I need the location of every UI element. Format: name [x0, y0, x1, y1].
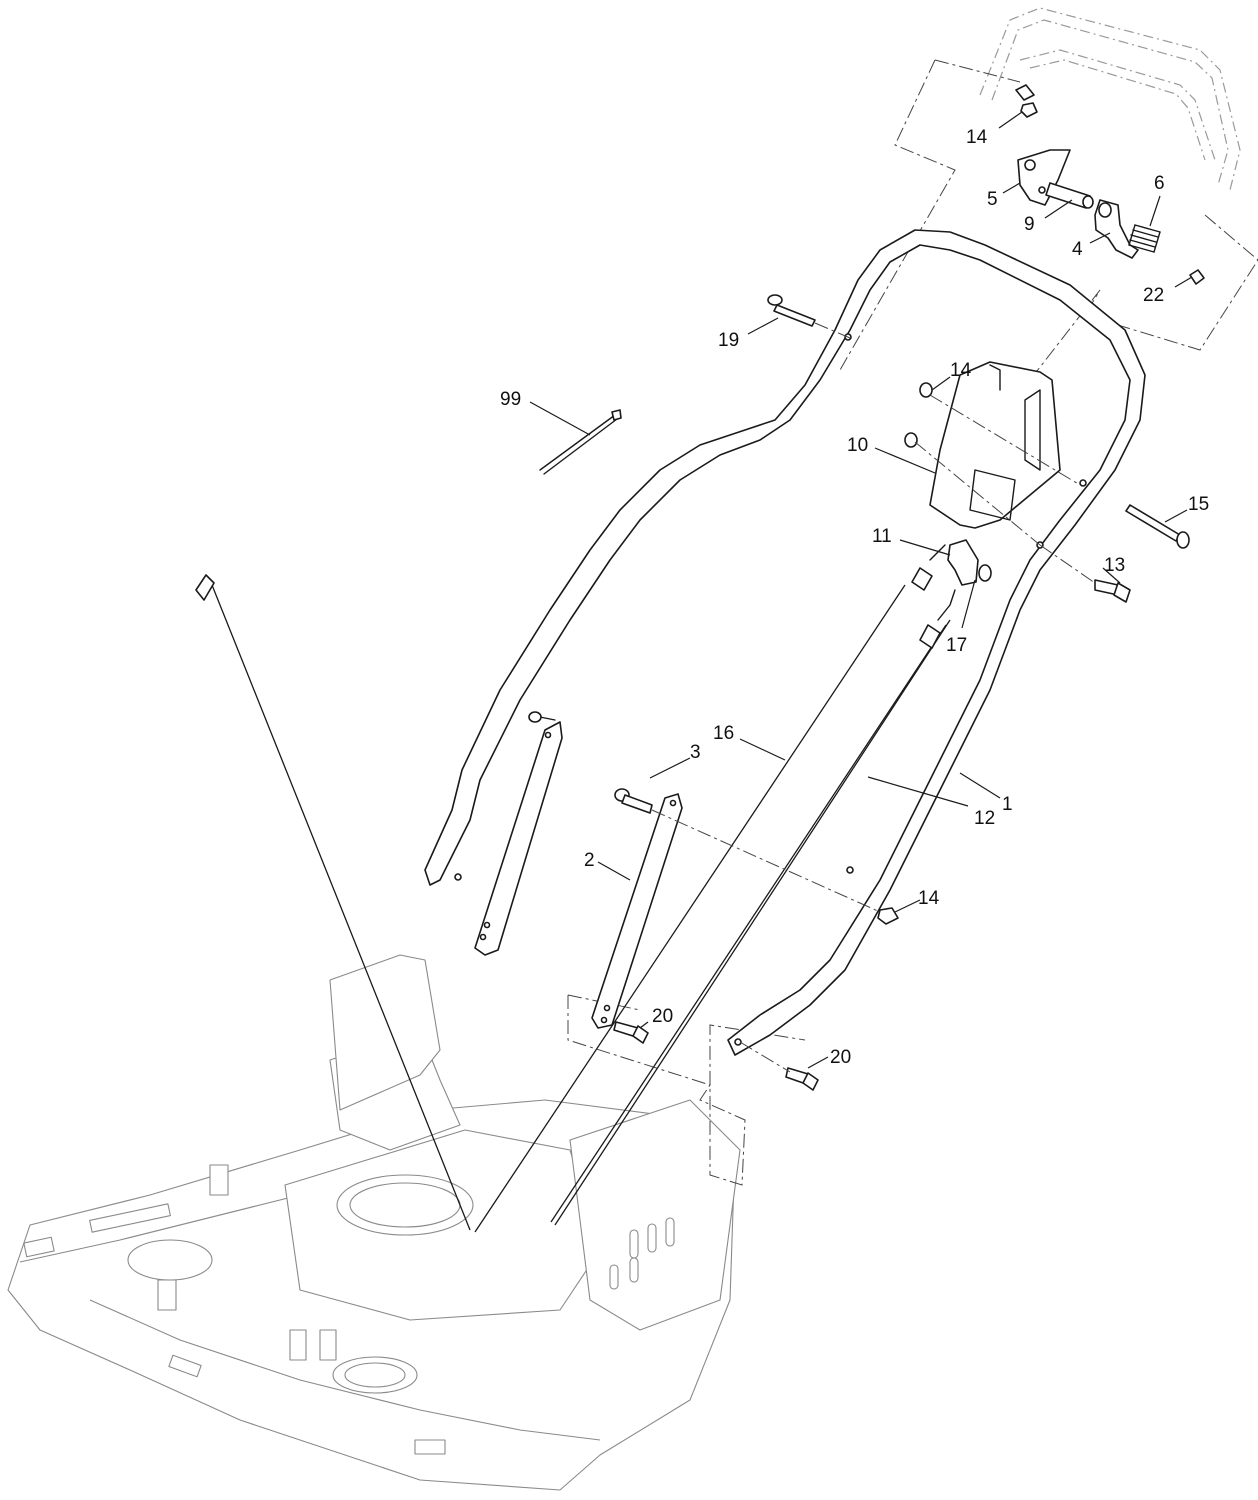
control-cables	[195, 544, 956, 1233]
callout-14-lower: 14	[918, 888, 940, 909]
bolt-20-right	[785, 1067, 819, 1091]
callout-17: 17	[946, 635, 967, 656]
cable-tie-99	[539, 409, 622, 475]
bolt-19	[767, 294, 816, 327]
callout-14-mid: 14	[950, 360, 972, 381]
mower-deck	[7, 954, 741, 1491]
callout-2: 2	[584, 850, 595, 871]
callout-9: 9	[1024, 214, 1035, 235]
bolt-15	[1125, 504, 1190, 549]
callout-6: 6	[1154, 173, 1165, 194]
callout-leaders	[529, 111, 1193, 1069]
callout-1: 1	[1002, 794, 1013, 815]
handle-link-arms	[474, 721, 683, 1029]
bolt-13	[1094, 579, 1131, 603]
fasteners	[539, 102, 1190, 1091]
nut-14-top	[1020, 102, 1038, 118]
callout-10: 10	[847, 435, 868, 456]
deck-posts	[157, 1164, 337, 1361]
callout-12: 12	[974, 808, 995, 829]
callout-3: 3	[690, 742, 701, 763]
nut-14-lower	[877, 907, 899, 925]
spring	[1128, 224, 1161, 253]
alignment-lines	[651, 322, 1096, 1073]
cable-bracket	[947, 539, 992, 586]
bolt-3	[614, 788, 653, 814]
callout-99: 99	[500, 389, 521, 410]
control-cover	[929, 361, 1061, 529]
callout-4: 4	[1072, 239, 1083, 260]
callout-20-right: 20	[830, 1047, 851, 1068]
callout-20-left: 20	[652, 1006, 673, 1027]
nut-14-mid	[904, 382, 933, 448]
upper-handle-phantom	[979, 7, 1241, 191]
deck-side-slots	[609, 1217, 675, 1290]
deck-decal	[23, 1203, 446, 1455]
main-handle	[424, 229, 1146, 1056]
callout-16: 16	[713, 723, 734, 744]
callout-5: 5	[987, 189, 998, 210]
callouts: 14 5 9 6 4 22 19 99 14 10 15 11 13 17 16…	[500, 127, 1209, 1068]
callout-14-top: 14	[966, 127, 988, 148]
control-lever-assembly	[1015, 84, 1205, 285]
callout-22: 22	[1143, 285, 1164, 306]
callout-19: 19	[718, 330, 739, 351]
bolt-20-left	[613, 1021, 649, 1044]
callout-13: 13	[1104, 555, 1125, 576]
callout-15: 15	[1188, 494, 1209, 515]
callout-11: 11	[872, 526, 892, 547]
